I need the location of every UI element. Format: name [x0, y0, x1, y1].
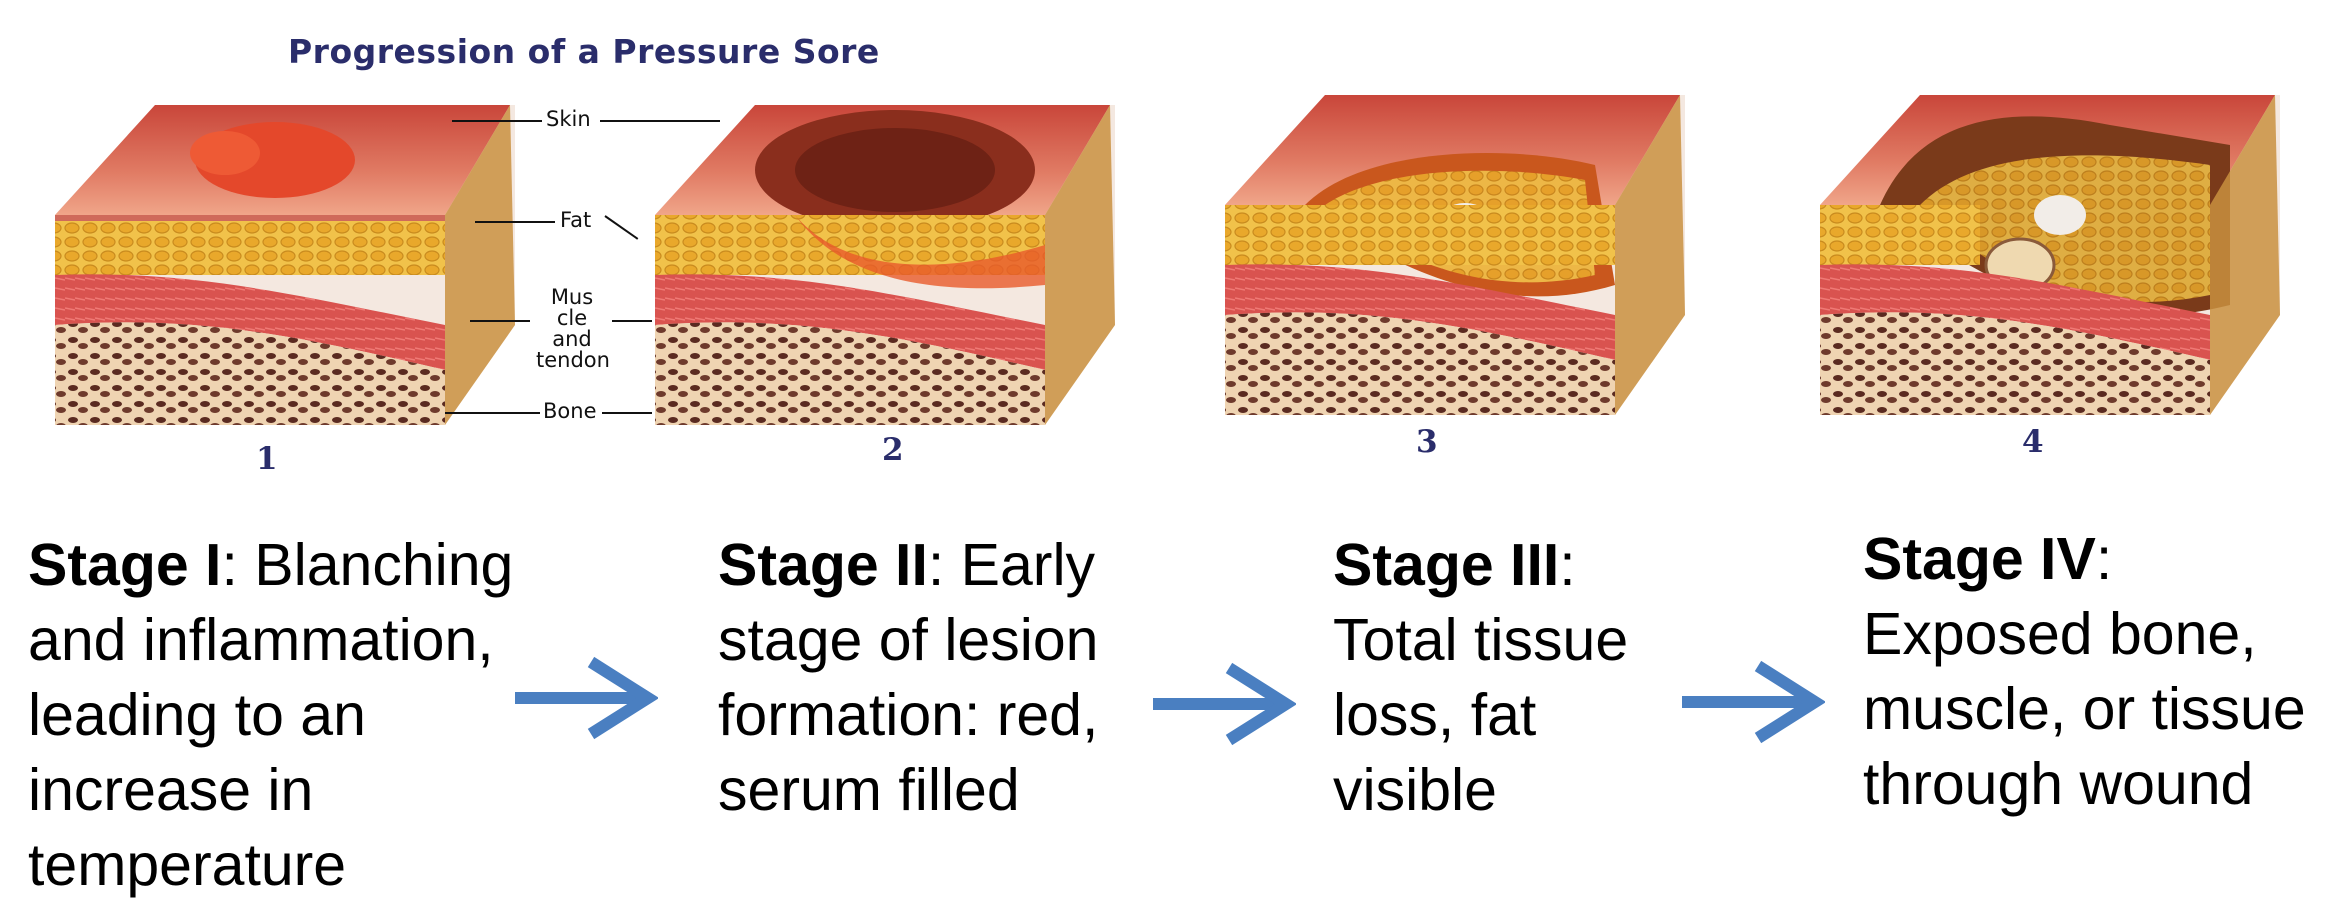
- muscle-label: Mus cle and tendon: [536, 287, 608, 371]
- stage-3-number: 3: [1416, 424, 1438, 460]
- stage-2-name: Stage II: [718, 532, 928, 598]
- stage-4-number: 4: [2022, 424, 2044, 460]
- stage-2-illustration: [645, 95, 1115, 435]
- stage-4-description: Stage IV: Exposed bone, muscle, or tissu…: [1863, 522, 2339, 822]
- stage-2-number: 2: [882, 432, 904, 468]
- diagram-title: Progression of a Pressure Sore: [288, 32, 880, 71]
- fat-leader-line: [475, 221, 555, 223]
- stage-1-illustration: [45, 95, 515, 435]
- stage-3-description: Stage III: Total tissue loss, fat visibl…: [1333, 528, 1678, 828]
- fat-leader-line-right: [604, 215, 638, 240]
- skin-leader-line: [452, 120, 542, 122]
- skin-label: Skin: [546, 109, 591, 130]
- right-arrow-icon: [1151, 662, 1296, 747]
- stage-4-illustration: [1810, 85, 2280, 425]
- bone-label: Bone: [543, 401, 596, 422]
- stage-2-description: Stage II: Early stage of lesion formatio…: [718, 528, 1138, 828]
- fat-label: Fat: [560, 210, 591, 231]
- muscle-leader-line: [470, 320, 530, 322]
- stage-4-name: Stage IV: [1863, 526, 2096, 592]
- stage-3-illustration: [1215, 85, 1685, 425]
- bone-leader-line: [445, 412, 540, 414]
- stage-1-description: Stage I: Blanching and inflammation, lea…: [28, 528, 568, 903]
- stage-3-name: Stage III: [1333, 532, 1559, 598]
- stage-1-name: Stage I: [28, 532, 221, 598]
- right-arrow-icon: [1680, 660, 1825, 745]
- right-arrow-icon: [513, 656, 658, 741]
- stage-1-number: 1: [256, 441, 278, 477]
